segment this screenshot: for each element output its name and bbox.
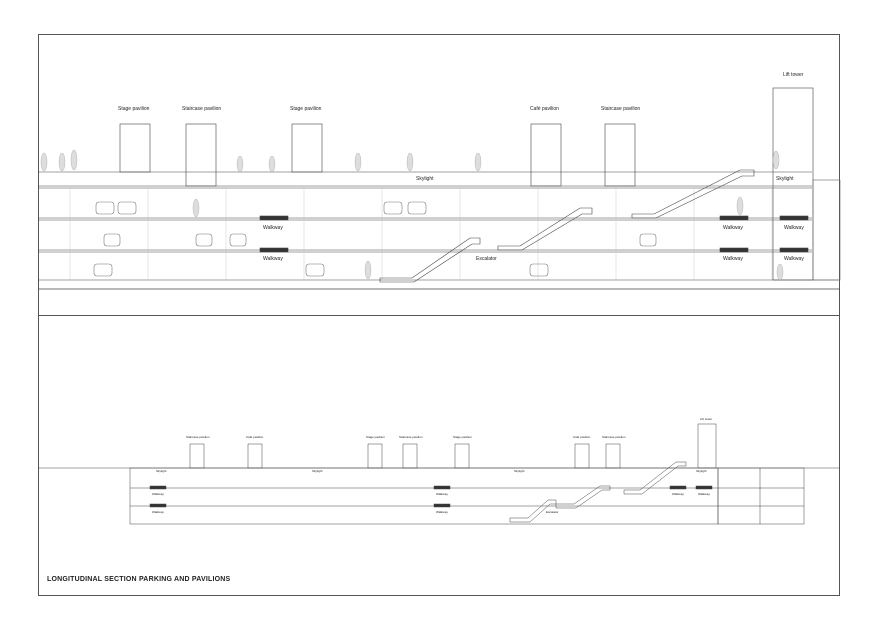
lower-skylight-4-label: Skylight bbox=[696, 469, 707, 473]
upper-walkway-2-label: Walkway bbox=[263, 256, 283, 262]
lower-walkway-4-label: Walkway bbox=[436, 510, 448, 514]
lower-section bbox=[38, 423, 840, 525]
lower-staircase-pavilion-3-label: Staircase pavilion bbox=[602, 435, 626, 439]
upper-walkway-3-label: Walkway bbox=[723, 225, 743, 231]
upper-skylight-1-label: Skylight bbox=[416, 176, 434, 182]
upper-walkway-1-label: Walkway bbox=[263, 225, 283, 231]
upper-walkway-4-label: Walkway bbox=[723, 256, 743, 262]
upper-skylight-2-label: Skylight bbox=[776, 176, 794, 182]
panel-divider bbox=[38, 315, 840, 316]
lower-skylight-3-label: Skylight bbox=[514, 469, 525, 473]
staircase-pavilion-1-shape bbox=[185, 123, 217, 187]
upper-lift-tower-label: Lift tower bbox=[783, 72, 804, 78]
upper-escalator-label: Escalator bbox=[476, 256, 497, 262]
lower-lift-tower-label: Lift tower bbox=[700, 417, 712, 421]
lower-walkway-5-label: Walkway bbox=[672, 492, 684, 496]
lower-skylight-1-label: Skylight bbox=[156, 469, 167, 473]
lower-walkway-3-label: Walkway bbox=[436, 492, 448, 496]
upper-walkway-5-label: Walkway bbox=[784, 225, 804, 231]
lower-stage-pavilion-1-label: Stage pavilion bbox=[366, 435, 385, 439]
lower-cafe-pavilion-1-label: Café pavilion bbox=[246, 435, 264, 439]
upper-staircase-pavilion-2-label: Staircase pavilion bbox=[601, 106, 640, 112]
lower-stage-pavilion-2-label: Stage pavilion bbox=[453, 435, 472, 439]
lower-walkway-2-label: Walkway bbox=[152, 510, 164, 514]
stage-pavilion-1-shape bbox=[119, 123, 151, 173]
drawing-title: LONGITUDINAL SECTION PARKING AND PAVILIO… bbox=[47, 576, 231, 583]
upper-stage-pavilion-2-label: Stage pavilion bbox=[290, 106, 322, 112]
cafe-pavilion-shape bbox=[530, 123, 562, 187]
upper-stage-pavilion-1-label: Stage pavilion bbox=[118, 106, 150, 112]
lower-skylight-2-label: Skylight bbox=[312, 469, 323, 473]
stage-pavilion-2-shape bbox=[291, 123, 323, 173]
lower-staircase-pavilion-1-label: Staircase pavilion bbox=[186, 435, 210, 439]
staircase-pavilion-2-shape bbox=[604, 123, 636, 187]
lower-walkway-1-label: Walkway bbox=[152, 492, 164, 496]
lower-staircase-pavilion-2-label: Staircase pavilion bbox=[399, 435, 423, 439]
lower-walkway-6-label: Walkway bbox=[698, 492, 710, 496]
upper-staircase-pavilion-1-label: Staircase pavilion bbox=[182, 106, 221, 112]
lower-escalator-label: Escalator bbox=[546, 510, 559, 514]
upper-walkway-6-label: Walkway bbox=[784, 256, 804, 262]
upper-cafe-pavilion-label: Café pavilion bbox=[530, 106, 559, 112]
lower-cafe-pavilion-2-label: Café pavilion bbox=[573, 435, 591, 439]
upper-section bbox=[38, 87, 841, 290]
